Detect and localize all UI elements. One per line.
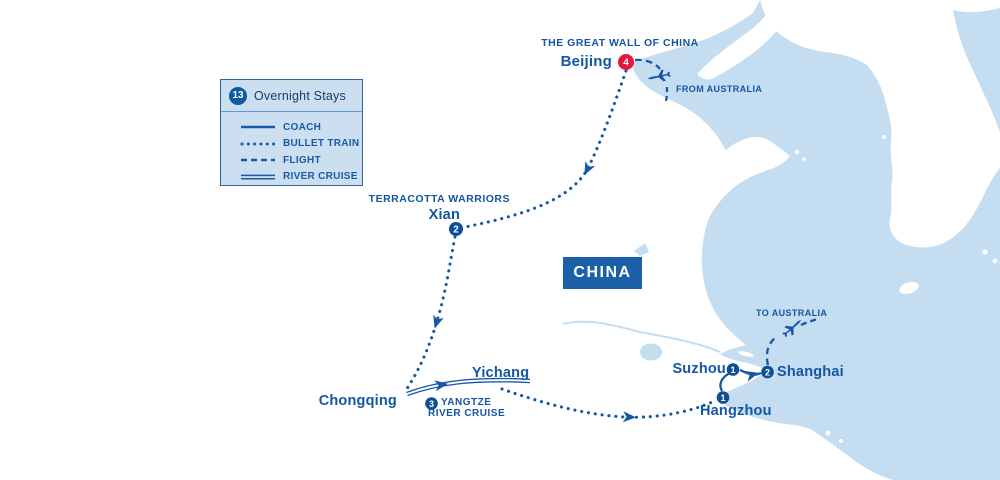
legend-item-bullet-train: BULLET TRAIN [239,136,362,153]
yangtze-cruise-label-line2: RIVER CRUISE [428,408,506,419]
route-hangzhou-suzhou-coach [719,371,731,392]
shanghai-label: Shanghai [777,364,844,380]
legend-item-coach: COACH [239,119,362,136]
suzhou-nights-badge [726,363,740,376]
route-yangtze-river-cruise-inner [406,379,531,395]
sea-of-japan-shape [953,8,1000,132]
island-shape [882,135,886,139]
legend-header: 13 Overnight Stays [221,80,362,112]
legend-item-flight: FLIGHT [239,152,362,169]
river-cruise-line-icon [241,174,275,180]
hangzhou-label: Hangzhou [700,403,772,419]
island-shape [992,258,998,264]
beijing-nights-count: 4 [623,58,629,69]
flight-line-icon [241,159,275,162]
airplane-icon [782,319,802,338]
route-yichang-hangzhou-bullet-train [500,387,718,419]
legend-item-label: BULLET TRAIN [283,138,360,150]
route-arrow-icon [744,370,759,382]
route-xian-chongqing-bullet-train [404,235,457,392]
route-yangtze-river-cruise [406,377,531,397]
cruise-nights-count: 3 [429,399,434,409]
suzhou-nights-count: 1 [730,365,735,375]
island-shape [825,430,831,436]
legend-items: COACH BULLET TRAIN FLIGHT RIVER CRUI [221,112,362,185]
route-arrival-flight-stub-dashed [664,86,669,102]
land-layer [697,0,1000,443]
island-shape [802,157,806,161]
legend-item-label: FLIGHT [283,154,321,166]
xian-nights-count: 2 [453,224,459,235]
route-arrow-icon [433,314,444,329]
legend-item-label: RIVER CRUISE [283,171,358,183]
hangzhou-nights-badge [716,391,730,404]
shanghai-nights-badge [761,365,774,379]
route-arrow-icon [584,161,596,176]
terracotta-warriors-label: TERRACOTTA WARRIORS [368,193,510,205]
legend-title: Overnight Stays [254,88,346,103]
legend-item-river-cruise: RIVER CRUISE [239,169,362,186]
route-shanghai-departure-flight-dashed [765,335,778,366]
route-arrow-icon [622,411,636,423]
beijing-nights-badge [618,54,634,70]
cruise-nights-badge [425,397,438,410]
jeju-island-shape [899,281,919,295]
lake-tai-shape [640,343,662,361]
coach-line-icon [241,126,275,129]
chongqing-label: Chongqing [318,393,397,409]
xian-nights-badge [449,222,463,236]
lake-shape [634,243,649,256]
yichang-label: Yichang [472,365,530,381]
from-australia-label: FROM AUSTRALIA [676,84,763,94]
chongming-island-shape [738,351,754,357]
overnight-stays-count-badge: 13 [229,86,247,105]
island-shape [839,439,843,443]
bullet-train-line-icon [240,142,277,146]
china-region-label: CHINA [563,257,642,289]
hangzhou-nights-count: 1 [720,393,725,403]
yangtze-cruise-label-line1: YANGTZE [441,397,492,408]
airplane-icon [647,69,672,82]
route-arrow-icon [434,380,448,392]
liaodong-peninsula-shape [697,0,792,80]
beijing-label: Beijing [560,53,612,70]
shanghai-nights-count: 2 [765,367,770,377]
marker-layer [433,69,802,423]
island-shape [982,249,988,255]
legend: 13 Overnight Stays COACH BULLET TRAIN [220,79,363,186]
legend-item-label: COACH [283,121,322,133]
suzhou-label: Suzhou [672,361,726,377]
night-circles-layer: 4 2 3 1 2 1 [425,54,774,410]
korea-manchuria-landmass [760,0,1000,248]
to-australia-label: TO AUSTRALIA [756,308,828,318]
yangtze-river-shape [562,320,721,353]
xian-label: Xian [428,207,460,223]
route-arrival-flight-dashed [634,58,661,70]
great-wall-label: THE GREAT WALL OF CHINA [541,37,699,49]
island-shape [794,149,800,155]
route-departure-flight-trail-dashed [800,317,818,327]
island-shape [891,144,895,148]
